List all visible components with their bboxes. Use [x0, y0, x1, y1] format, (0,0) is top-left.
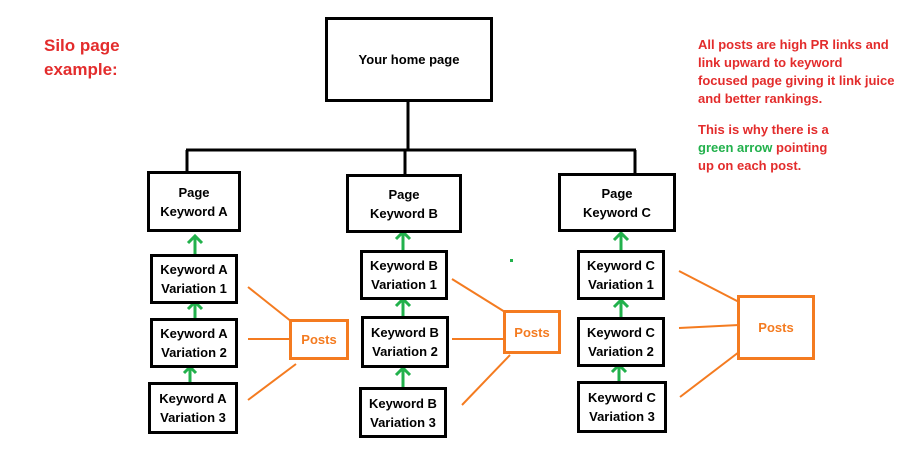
keyword-a-variation-2-box: Keyword A Variation 2 — [150, 318, 238, 368]
posts-label: Posts — [301, 332, 337, 347]
title-line-1: Silo page — [44, 36, 120, 55]
box-line-2: Variation 2 — [161, 345, 227, 360]
note-line: up on each post. — [698, 158, 802, 173]
box-line-1: Keyword C — [587, 258, 655, 273]
note-line: link upward to keyword — [698, 55, 843, 70]
page-keyword-b-box: Page Keyword B — [346, 174, 462, 233]
keyword-c-variation-3-box: Keyword C Variation 3 — [577, 381, 667, 433]
box-line-1: Page — [601, 185, 633, 201]
arrow-up-icon — [612, 297, 630, 317]
note-line: green arrow pointing — [698, 139, 829, 157]
box-line-1: Keyword B — [370, 258, 438, 273]
arrow-up-icon — [186, 233, 204, 254]
keyword-a-variation-1-box: Keyword A Variation 1 — [150, 254, 238, 304]
note-line-rest: pointing — [772, 140, 828, 155]
arrow-up-icon — [610, 362, 628, 381]
diagram-title: Silo page example: — [44, 34, 120, 82]
home-page-label: Your home page — [358, 52, 460, 67]
arrow-up-icon — [394, 296, 412, 316]
box-line-1: Keyword B — [371, 325, 439, 340]
posts-label: Posts — [514, 324, 550, 340]
page-keyword-c-box: Page Keyword C — [558, 173, 676, 232]
posts-label: Posts — [758, 320, 794, 335]
posts-line — [247, 286, 293, 323]
box-line-2: Variation 3 — [160, 410, 226, 425]
home-page-box: Your home page — [325, 17, 493, 102]
arrow-up-icon — [182, 364, 198, 382]
arrow-up-icon — [394, 229, 412, 250]
posts-line — [679, 351, 740, 398]
box-line-2: Variation 2 — [588, 344, 654, 359]
box-line-2: Variation 2 — [372, 344, 438, 359]
keyword-b-variation-3-box: Keyword B Variation 3 — [359, 387, 447, 438]
note-line: All posts are high PR links and — [698, 37, 889, 52]
box-line-2: Variation 3 — [370, 414, 436, 430]
box-line-2: Keyword C — [583, 204, 651, 220]
arrow-up-icon — [186, 299, 204, 318]
arrow-up-icon — [612, 230, 630, 250]
posts-connector-lines — [247, 270, 740, 406]
posts-line — [461, 354, 511, 406]
box-line-1: Page — [178, 184, 210, 200]
stray-green-dot — [510, 259, 513, 262]
posts-line — [678, 270, 740, 303]
keyword-b-variation-1-box: Keyword B Variation 1 — [360, 250, 448, 300]
posts-line — [247, 363, 297, 401]
box-line-2: Keyword A — [160, 203, 228, 219]
box-line-2: Keyword B — [370, 205, 438, 221]
box-line-1: Keyword A — [159, 391, 227, 406]
note-line: and better rankings. — [698, 91, 823, 106]
posts-line — [678, 324, 740, 329]
note-all-posts: All posts are high PR links and link upw… — [698, 36, 894, 108]
keyword-c-variation-2-box: Keyword C Variation 2 — [577, 317, 665, 367]
posts-line — [451, 278, 506, 313]
box-line-1: Keyword B — [369, 395, 437, 411]
box-line-1: Keyword C — [587, 325, 655, 340]
note-line: focused page giving it link juice — [698, 73, 895, 88]
keyword-c-variation-1-box: Keyword C Variation 1 — [577, 250, 665, 300]
box-line-2: Variation 1 — [161, 281, 227, 296]
posts-box-c: Posts — [737, 295, 815, 360]
keyword-b-variation-2-box: Keyword B Variation 2 — [361, 316, 449, 368]
note-green-arrow: This is why there is a green arrow point… — [698, 121, 829, 175]
box-line-1: Keyword A — [160, 326, 228, 341]
tree-connector-lines — [185, 101, 637, 174]
box-line-2: Variation 1 — [588, 277, 654, 292]
posts-box-a: Posts — [289, 319, 349, 360]
title-line-2: example: — [44, 60, 118, 79]
box-line-1: Keyword A — [160, 262, 228, 277]
box-line-1: Keyword C — [588, 390, 656, 405]
posts-box-b: Posts — [503, 310, 561, 354]
keyword-a-variation-3-box: Keyword A Variation 3 — [148, 382, 238, 434]
box-line-2: Variation 3 — [589, 409, 655, 424]
page-keyword-a-box: Page Keyword A — [147, 171, 241, 232]
note-line: This is why there is a — [698, 122, 829, 137]
box-line-1: Page — [388, 186, 420, 202]
box-line-2: Variation 1 — [371, 277, 437, 292]
note-green-highlight: green arrow — [698, 140, 773, 155]
arrow-up-icon — [394, 365, 412, 387]
